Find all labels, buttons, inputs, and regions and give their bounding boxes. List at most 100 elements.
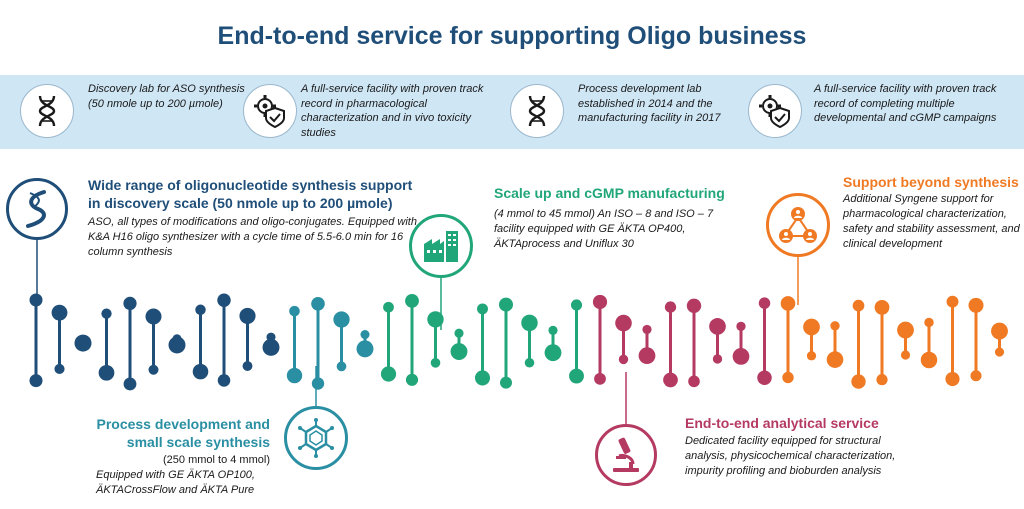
helix-node xyxy=(688,375,700,388)
helix-node xyxy=(736,321,746,331)
helix-node xyxy=(758,297,771,309)
helix-node xyxy=(803,318,820,336)
stage-discovery: Wide range of oligonucleotide synthesis … xyxy=(88,176,418,260)
banner-item-cgmp-facility: A full-service facility with proven trac… xyxy=(748,75,1018,149)
helix-node xyxy=(262,338,280,356)
helix-node xyxy=(498,297,514,312)
microscope-icon xyxy=(595,424,657,486)
helix-node xyxy=(383,301,394,313)
helix-node xyxy=(405,293,419,308)
stage-heading: Scale up and cGMP manufacturing xyxy=(494,185,725,201)
dna-strand-icon xyxy=(6,178,68,240)
stage-analytical: End-to-end analytical service Dedicated … xyxy=(685,414,915,479)
helix-node xyxy=(592,294,608,310)
feature-banner: Discovery lab for ASO synthesis (50 nmol… xyxy=(0,75,1024,149)
helix-node xyxy=(664,301,677,313)
helix-node xyxy=(524,358,535,368)
helix-node xyxy=(217,293,231,307)
helix-node xyxy=(380,366,397,382)
helix-node xyxy=(430,358,441,368)
banner-item-pharmacology-facility: A full-service facility with proven trac… xyxy=(243,75,505,149)
helix-node xyxy=(900,350,911,360)
helix-node xyxy=(994,347,1005,357)
helix-node xyxy=(968,297,984,313)
helix-node xyxy=(477,303,488,315)
helix-node xyxy=(615,314,632,332)
banner-item-text: Discovery lab for ASO synthesis (50 nmol… xyxy=(88,83,245,110)
helix-node xyxy=(874,299,890,315)
banner-item-discovery-lab: Discovery lab for ASO synthesis (50 nmol… xyxy=(20,75,250,149)
stage-heading: Support beyond synthesis xyxy=(843,174,1019,190)
helix-node xyxy=(217,374,231,387)
helix-node xyxy=(405,373,419,386)
helix-node xyxy=(311,297,325,311)
helix-node xyxy=(242,361,253,371)
helix-node xyxy=(642,324,652,335)
helix-node xyxy=(618,354,629,365)
helix-node xyxy=(266,332,276,342)
stage-body: (4 mmol to 45 mmol) An ISO – 8 and ISO –… xyxy=(494,208,714,250)
helix-node xyxy=(192,363,209,380)
stage-subheading: (250 mmol to 4 mmol) xyxy=(163,454,270,466)
helix-node xyxy=(757,370,772,385)
helix-node xyxy=(570,299,583,311)
helix-node xyxy=(454,328,464,338)
banner-item-text: Process development lab established in 2… xyxy=(578,83,721,124)
helix-node xyxy=(289,305,300,317)
stage-scale-up: Scale up and cGMP manufacturing (4 mmol … xyxy=(494,184,734,252)
gear-shield-icon xyxy=(243,84,297,138)
helix-node xyxy=(544,344,562,362)
helix-node xyxy=(851,374,866,389)
stage-heading: Wide range of oligonucleotide synthesis … xyxy=(88,177,413,211)
helix-node xyxy=(830,321,840,331)
helix-node xyxy=(594,372,606,385)
helix-node xyxy=(123,296,137,311)
helix-node xyxy=(311,377,325,390)
helix-node xyxy=(500,376,512,389)
helix-node xyxy=(427,311,444,328)
helix-node xyxy=(709,318,726,335)
banner-item-text: A full-service facility with proven trac… xyxy=(301,83,484,139)
stage-body: Additional Syngene support for pharmacol… xyxy=(843,193,1020,250)
gear-shield-icon xyxy=(748,84,802,138)
helix-node xyxy=(356,340,374,358)
dna-icon xyxy=(510,84,564,138)
helix-node xyxy=(148,364,159,375)
helix-node xyxy=(569,368,584,384)
helix-node xyxy=(686,298,702,313)
stage-heading: Process development and small scale synt… xyxy=(96,416,270,450)
helix-node xyxy=(852,299,865,312)
helix-node xyxy=(98,364,115,381)
helix-node xyxy=(521,314,538,332)
helix-node xyxy=(826,351,844,368)
helix-node xyxy=(29,374,43,388)
helix-node xyxy=(970,370,982,382)
banner-item-text: A full-service facility with proven trac… xyxy=(814,83,997,124)
helix-node xyxy=(123,377,137,391)
helix-node xyxy=(360,330,370,340)
helix-node xyxy=(782,371,794,384)
helix-node xyxy=(638,347,656,365)
helix-node xyxy=(51,304,68,321)
helix-node xyxy=(920,351,938,369)
page-title: End-to-end service for supporting Oligo … xyxy=(217,22,807,50)
stage-body: ASO, all types of modifications and olig… xyxy=(88,216,417,258)
factory-icon xyxy=(409,214,473,278)
helix-node xyxy=(897,321,914,339)
helix-node xyxy=(474,370,491,386)
helix-node xyxy=(548,325,558,335)
helix-node xyxy=(29,293,43,307)
stage-beyond-synthesis: Support beyond synthesis Additional Syng… xyxy=(843,173,1021,252)
helix-node xyxy=(145,308,162,325)
helix-node xyxy=(168,336,186,354)
stage-process-development: Process development and small scale synt… xyxy=(60,415,270,498)
helix-node xyxy=(712,354,723,364)
helix-node xyxy=(945,371,960,387)
dna-icon xyxy=(20,84,74,138)
stage-body: Dedicated facility equipped for structur… xyxy=(685,435,896,477)
helix-node xyxy=(78,336,88,346)
helix-node xyxy=(663,372,678,388)
helix-node xyxy=(239,307,256,324)
helix-node xyxy=(806,351,817,361)
